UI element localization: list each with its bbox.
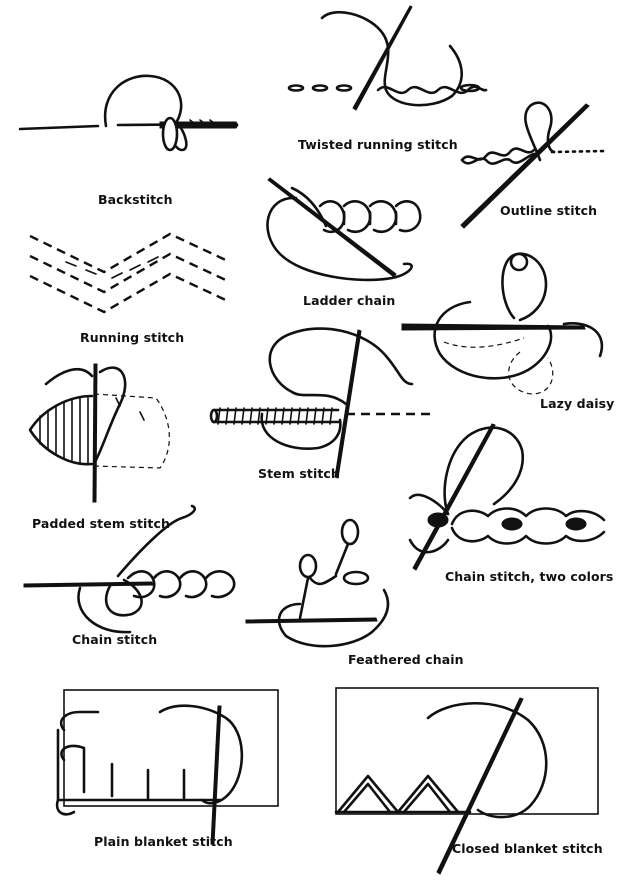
label-lazy-daisy: Lazy daisy [540, 396, 615, 411]
chain-stitch-illustration [23, 504, 236, 634]
lazy-daisy-illustration [401, 252, 604, 395]
outline-illustration [460, 101, 608, 229]
ladder-chain-illustration [266, 177, 422, 282]
twisted-running-illustration [287, 5, 488, 111]
label-chain-two-colors: Chain stitch, two colors [445, 569, 614, 584]
running-stitch-illustration [29, 232, 231, 314]
label-closed-blanket: Closed blanket stitch [452, 841, 603, 856]
closed-blanket-illustration [334, 687, 599, 875]
label-padded-stem: Padded stem stitch [32, 516, 170, 531]
backstitch-illustration [18, 74, 239, 152]
chain-two-colors-illustration [408, 423, 606, 571]
label-running: Running stitch [80, 330, 185, 345]
label-twisted-running: Twisted running stitch [298, 137, 458, 152]
padded-stem-illustration [28, 363, 170, 503]
stem-stitch-illustration [209, 327, 434, 479]
label-ladder-chain: Ladder chain [303, 293, 396, 308]
label-feathered-chain: Feathered chain [348, 652, 464, 667]
label-plain-blanket: Plain blanket stitch [94, 834, 233, 849]
label-backstitch: Backstitch [98, 192, 173, 207]
plain-blanket-illustration [55, 689, 279, 845]
label-outline: Outline stitch [500, 203, 598, 218]
label-stem: Stem stitch [258, 466, 340, 481]
label-chain: Chain stitch [72, 632, 158, 647]
feathered-chain-illustration [245, 518, 390, 648]
